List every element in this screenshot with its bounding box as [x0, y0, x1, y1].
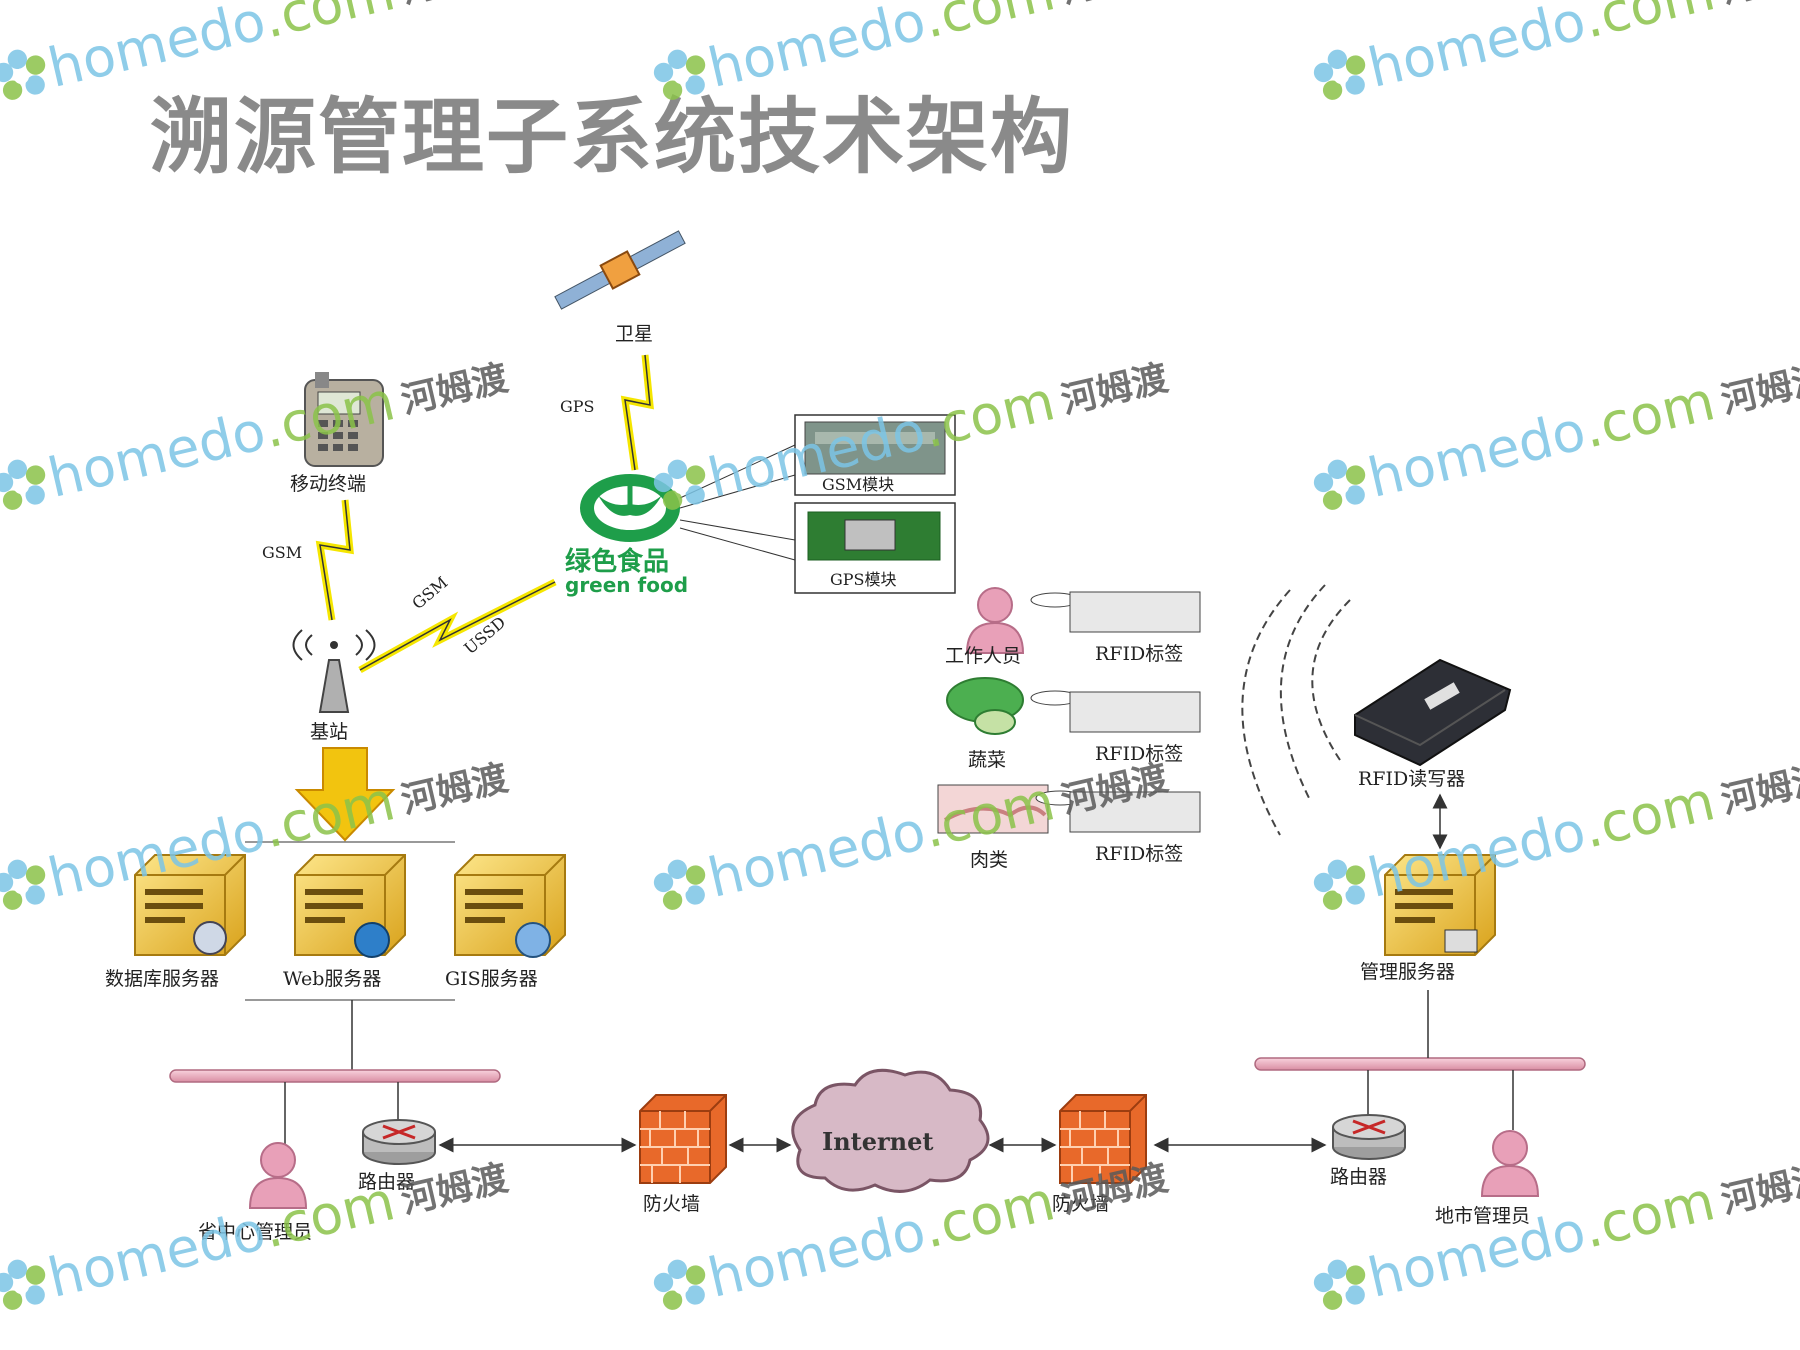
rfid-tag-2-label: RFID标签 — [1095, 743, 1183, 765]
rfid-tag-3-label: RFID标签 — [1095, 843, 1183, 865]
database-server-icon — [134, 854, 246, 956]
gps-module: GPS模块 — [794, 502, 956, 594]
left-network-bus — [169, 1069, 501, 1083]
base-station-icon — [292, 629, 376, 713]
right-firewall-label: 防火墙 — [1052, 1193, 1109, 1215]
db-server-label: 数据库服务器 — [105, 968, 219, 990]
gsm-link2-label: GSM — [408, 573, 451, 613]
management-server-label: 管理服务器 — [1360, 961, 1455, 983]
vegetable-icon — [946, 677, 1024, 735]
provincial-admin-label: 省中心管理员 — [198, 1221, 312, 1243]
green-food-en-label: green food — [565, 573, 688, 597]
gis-server-label: GIS服务器 — [445, 968, 538, 990]
right-network-bus — [1254, 1057, 1586, 1071]
gps-link-label: GPS — [560, 397, 595, 416]
city-admin-icon — [1481, 1130, 1539, 1197]
base-station-label: 基站 — [310, 721, 348, 743]
rfid-tag-1-label: RFID标签 — [1095, 643, 1183, 665]
gsm-lightning-icon — [315, 499, 354, 621]
gps-module-label: GPS模块 — [830, 570, 897, 589]
left-router-label: 路由器 — [358, 1171, 415, 1193]
rfid-reader-icon — [1354, 658, 1512, 767]
slide-title: 溯源管理子系统技术架构 — [150, 90, 1075, 185]
satellite-icon — [554, 230, 686, 310]
right-router-label: 路由器 — [1330, 1166, 1387, 1188]
right-router-icon — [1331, 1113, 1407, 1161]
satellite-label: 卫星 — [615, 323, 653, 345]
provincial-admin-icon — [249, 1142, 307, 1209]
worker-icon — [966, 587, 1024, 654]
left-router-icon — [361, 1118, 437, 1166]
vegetable-label: 蔬菜 — [968, 749, 1006, 771]
web-server-label: Web服务器 — [283, 968, 381, 990]
gsm-link-label: GSM — [262, 543, 302, 562]
rfid-wave-icon — [1241, 584, 1351, 836]
green-food-cn-label: 绿色食品 — [565, 546, 669, 577]
right-firewall-icon — [1059, 1094, 1147, 1184]
left-firewall-icon — [639, 1094, 727, 1184]
worker-label: 工作人员 — [945, 645, 1021, 667]
gsm-ussd-lightning-icon — [358, 578, 557, 674]
internet-label: Internet — [822, 1127, 933, 1156]
green-food-logo: 绿色食品 green food — [565, 474, 688, 597]
mobile-terminal-icon — [304, 372, 384, 467]
gsm-module-label: GSM模块 — [822, 475, 894, 494]
management-server-icon — [1384, 854, 1496, 956]
left-firewall-label: 防火墙 — [643, 1193, 700, 1215]
meat-label: 肉类 — [970, 849, 1008, 871]
rfid-reader-label: RFID读写器 — [1358, 768, 1465, 790]
down-arrow-icon — [294, 747, 396, 842]
mobile-terminal-label: 移动终端 — [290, 473, 366, 495]
city-admin-label: 地市管理员 — [1435, 1205, 1530, 1227]
internet-cloud-icon — [791, 1068, 990, 1193]
meat-icon — [937, 784, 1049, 834]
gsm-module: GSM模块 — [794, 414, 956, 496]
